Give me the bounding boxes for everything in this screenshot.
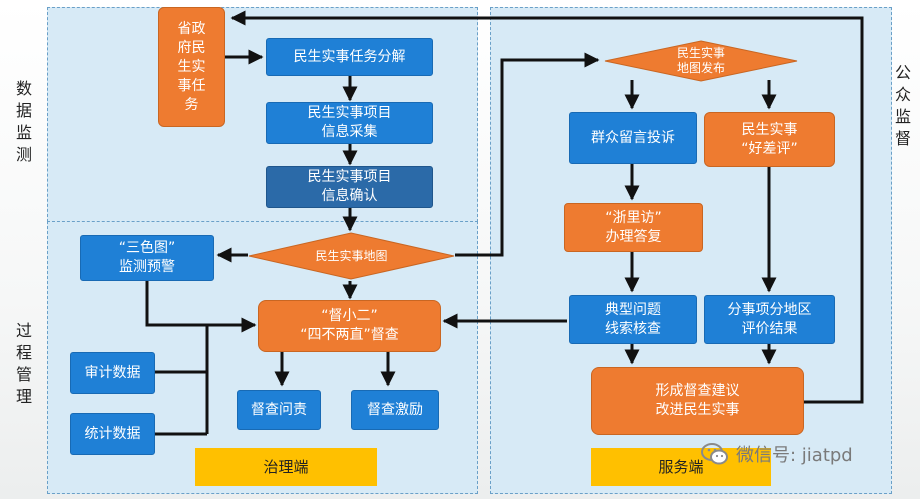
evaluation-result-node: 分事项分地区 评价结果: [704, 295, 835, 344]
map-publish-diamond: 民生实事 地图发布: [604, 40, 798, 82]
label-public-supervision: 公众监督: [894, 63, 911, 148]
watermark-text: 微信号: jiatpd: [736, 445, 853, 466]
statistics-data-node: 统计数据: [70, 413, 155, 455]
incentive-node: 督查激励: [351, 390, 439, 430]
suggestion-node: 形成督查建议 改进民生实事: [591, 367, 804, 435]
wechat-icon: [701, 443, 728, 465]
task-decompose-node: 民生实事任务分解: [266, 38, 433, 76]
zheliifang-reply-node: “浙里访” 办理答复: [564, 203, 703, 252]
accountability-node: 督查问责: [237, 390, 321, 430]
province-task-node: 省政 府民 生实 事任 务: [158, 7, 225, 127]
service-end-label: 服务端: [591, 448, 771, 486]
label-process-management: 过程管理: [15, 321, 32, 406]
map-publish-text: 民生实事 地图发布: [676, 46, 725, 75]
typical-issue-check-node: 典型问题 线索核查: [569, 295, 697, 344]
label-data-monitoring: 数据监测: [15, 79, 32, 164]
complaint-node: 群众留言投诉: [569, 112, 697, 164]
supervise-node: “督小二” “四不两直”督查: [258, 300, 441, 352]
three-color-warning-node: “三色图” 监测预警: [80, 235, 214, 281]
governance-end-label: 治理端: [195, 448, 377, 486]
info-collect-node: 民生实事项目 信息采集: [266, 102, 433, 144]
wechat-watermark: 微信号: jiatpd: [700, 441, 853, 467]
livelihood-map-text: 民生实事地图: [315, 248, 388, 263]
audit-data-node: 审计数据: [70, 352, 155, 394]
livelihood-map-diamond: 民生实事地图: [248, 232, 455, 280]
info-confirm-node: 民生实事项目 信息确认: [266, 166, 433, 208]
good-bad-rating-node: 民生实事 “好差评”: [704, 112, 835, 167]
